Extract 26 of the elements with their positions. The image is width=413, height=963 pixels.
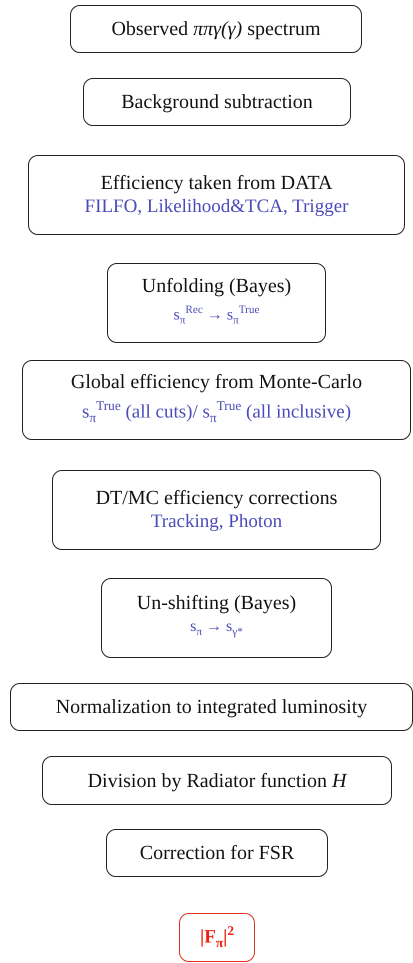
step-title: Correction for FSR [140,841,294,865]
step-title: Efficiency taken from DATA [100,171,332,195]
detail-text: s$_{π}$ → s$_{γ*}$ [190,617,243,641]
detail-text: FILFO, Likelihood&TCA, Trigger [84,195,348,219]
step-title: Global efficiency from Monte-Carlo [70,370,362,394]
step-title: Normalization to integrated luminosity [56,695,368,719]
step-title: Division by Radiator function H [88,768,346,792]
process-box [106,829,328,877]
step-title: DT/MC efficiency corrections [96,486,338,510]
process-box [83,78,351,126]
process-box [10,683,413,731]
process-box [28,155,405,235]
step-title: Unfolding (Bayes) [142,274,292,298]
process-box [107,263,326,343]
result-box [179,913,255,962]
step-title: Background subtraction [121,90,313,114]
process-box [22,360,411,440]
formula-text: |F$_{π}$|$^{2}$ [200,922,234,953]
process-box [70,5,362,53]
detail-text: Tracking, Photon [150,510,282,534]
step-title: Un-shifting (Bayes) [136,591,296,616]
process-box [52,470,381,550]
process-box [101,578,332,658]
detail-text: s$_{π}$$^{True}$ (all cuts)/ s$_{π}$$^{True}$ (all inclusive) [82,396,352,428]
step-title: Observed ππγ(γ) spectrum [111,17,321,41]
process-box [42,756,392,805]
